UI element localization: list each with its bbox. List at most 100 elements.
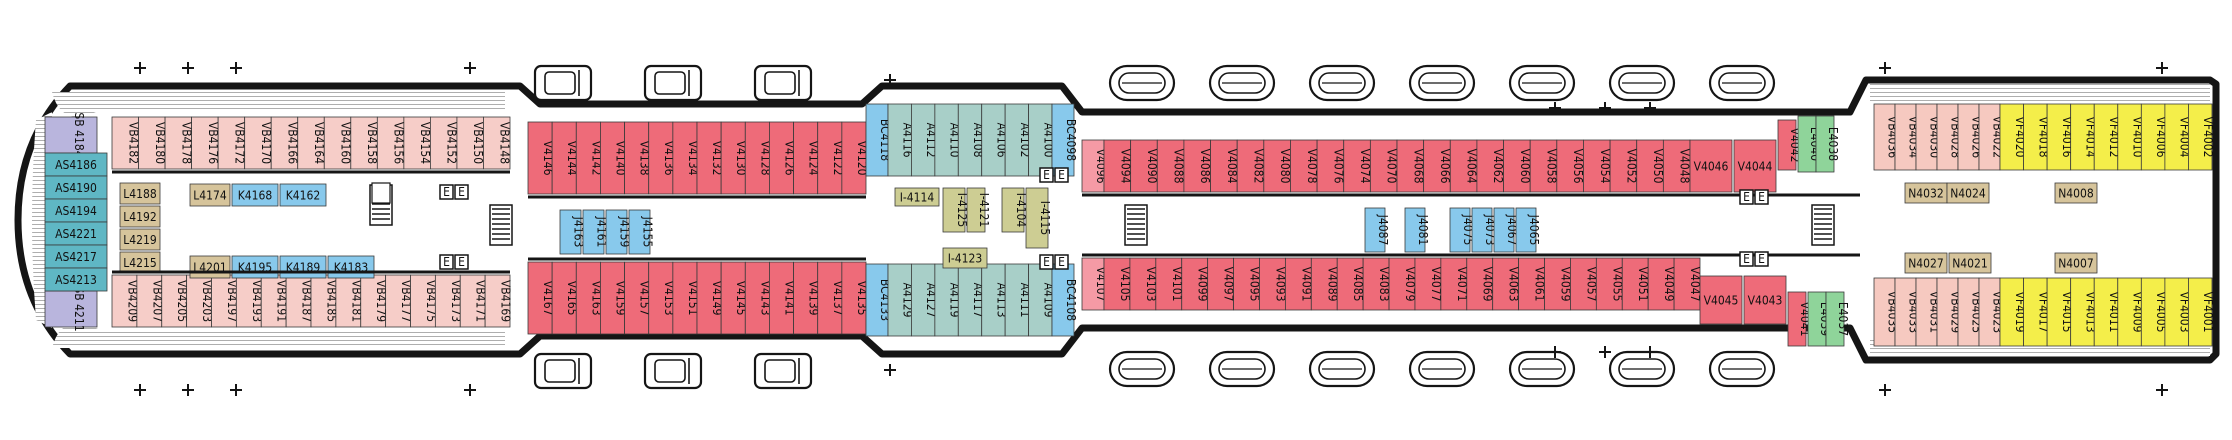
cabin-v-top[interactable]: V4052 [1609, 139, 1638, 193]
cabin-v-bottom[interactable]: V4153 [648, 261, 676, 335]
cabin-as[interactable]: AS4194 [44, 198, 108, 223]
cabin-vf-top[interactable]: VF4002 [2188, 103, 2215, 171]
cabin-vb-bottom[interactable]: VB4207 [136, 274, 164, 328]
cabin-v-top[interactable]: V4140 [600, 121, 628, 195]
cabin-v-top[interactable]: V4142 [575, 121, 603, 195]
cabin-v[interactable]: V4045 [1699, 275, 1743, 325]
cabin-inside[interactable]: K4189 [279, 255, 327, 279]
cabin-v-top[interactable]: V4146 [527, 121, 555, 195]
cabin-v-bottom[interactable]: V4083 [1362, 257, 1391, 311]
cabin-vf-top[interactable]: VF4012 [2093, 103, 2121, 171]
cabin-a-bottom[interactable]: A4111 [1004, 263, 1032, 337]
cabin-bc[interactable]: BC4098 [1051, 103, 1078, 177]
cabin-vb-top[interactable]: VB4182 [111, 116, 140, 170]
cabin-j[interactable]: J4081 [1404, 207, 1430, 253]
cabin-a-top[interactable]: A4100 [1028, 103, 1056, 177]
cabin-vb-bottom[interactable]: VB4209 [111, 274, 139, 328]
cabin-vf-top[interactable]: VF4006 [2140, 103, 2168, 171]
cabin-vb-top[interactable]: VB4170 [244, 116, 273, 170]
cabin-vb-bottom[interactable]: VB4181 [335, 274, 363, 328]
cabin-inside[interactable]: K4162 [279, 183, 327, 207]
cabin-n[interactable]: N4027 [1904, 252, 1948, 274]
cabin-a-bottom[interactable]: A4127 [911, 263, 938, 337]
cabin-v-bottom[interactable]: V4085 [1336, 257, 1365, 311]
cabin-a-top[interactable]: A4116 [887, 103, 915, 177]
cabin-vf-bottom[interactable]: VF4017 [2023, 277, 2051, 347]
cabin-v-bottom[interactable]: V4059 [1544, 257, 1573, 311]
cabin-v-top[interactable]: V4086 [1183, 139, 1212, 193]
cabin-j[interactable]: J4155 [628, 209, 655, 255]
cabin-v-bottom[interactable]: V4089 [1310, 257, 1339, 311]
cabin-as[interactable]: AS4221 [44, 221, 108, 246]
cabin-v-bottom[interactable]: V4101 [1155, 257, 1184, 311]
cabin-inside[interactable]: K4183 [327, 255, 375, 279]
cabin-n[interactable]: N4008 [2054, 182, 2098, 204]
cabin-v-top[interactable]: V4068 [1396, 139, 1425, 193]
cabin-as[interactable]: AS4213 [44, 267, 108, 292]
cabin-vf-bottom[interactable]: VF4003 [2164, 277, 2192, 347]
cabin-v-bottom[interactable]: V4157 [624, 261, 652, 335]
cabin-vf-top[interactable]: VF4004 [2164, 103, 2192, 171]
cabin-v-bottom[interactable]: V4061 [1518, 257, 1547, 311]
cabin-v-bottom[interactable]: V4099 [1181, 257, 1210, 311]
cabin-vb-top[interactable]: VB4160 [323, 116, 353, 170]
cabin-e[interactable]: E4037 [1825, 291, 1850, 347]
cabin-i[interactable]: I-4121 [966, 187, 991, 233]
cabin-v-top[interactable]: V4126 [769, 121, 797, 195]
cabin-vb-bottom[interactable]: VB4175 [410, 274, 438, 328]
cabin-a-bottom[interactable]: A4117 [957, 263, 985, 337]
cabin-a-top[interactable]: A4108 [957, 103, 985, 177]
cabin-vf-bottom[interactable]: VF4013 [2070, 277, 2098, 347]
cabin-inside[interactable]: K4168 [231, 183, 279, 207]
cabin-a-bottom[interactable]: A4113 [981, 263, 1009, 337]
cabin-e[interactable]: E4038 [1815, 115, 1840, 173]
cabin-vb-top[interactable]: VB4154 [403, 116, 432, 170]
cabin-v-top[interactable]: V4054 [1583, 139, 1612, 193]
cabin-n[interactable]: N4007 [2054, 252, 2098, 274]
cabin-vf-bottom[interactable]: VF4011 [2093, 277, 2121, 347]
cabin-vb-top[interactable]: VB4180 [138, 116, 167, 170]
cabin-v-top[interactable]: V4080 [1263, 139, 1292, 193]
cabin-v-top[interactable]: V4084 [1210, 139, 1239, 193]
cabin-a-top[interactable]: A4112 [911, 103, 938, 177]
cabin-v-bottom[interactable]: V4149 [696, 261, 724, 335]
cabin-v-top[interactable]: V4130 [720, 121, 748, 195]
cabin-inside[interactable]: L4201 [189, 255, 231, 279]
cabin-i[interactable]: I-4104 [1001, 187, 1028, 233]
cabin-vb-top[interactable]: VB4152 [429, 116, 459, 170]
cabin-v-top[interactable]: V4056 [1556, 139, 1585, 193]
cabin-v-bottom[interactable]: V4057 [1570, 257, 1598, 311]
cabin-v-top[interactable]: V4066 [1423, 139, 1452, 193]
cabin-v-top[interactable]: V4060 [1503, 139, 1532, 193]
cabin-v-top[interactable]: V4144 [551, 121, 579, 195]
cabin-vb-top[interactable]: VB4176 [191, 116, 220, 170]
cabin-vb-top[interactable]: VB4166 [270, 116, 299, 170]
cabin-vb-bottom[interactable]: VB4173 [434, 274, 463, 328]
cabin-v-bottom[interactable]: V4069 [1466, 257, 1495, 311]
cabin-v-top[interactable]: V4058 [1529, 139, 1559, 193]
cabin-sb-bottom[interactable]: SB 4211 [44, 286, 98, 332]
cabin-vf-top[interactable]: VF4020 [1999, 103, 2027, 171]
cabin-as[interactable]: AS4190 [44, 175, 108, 200]
cabin-i[interactable]: I-4115 [1025, 187, 1052, 249]
cabin-vb-top[interactable]: VB4178 [164, 116, 193, 170]
cabin-vb-bottom[interactable]: VB4197 [211, 274, 239, 328]
cabin-as[interactable]: AS4217 [44, 244, 108, 269]
cabin-v-bottom[interactable]: V4135 [841, 261, 869, 335]
cabin-v-bottom[interactable]: V4097 [1207, 257, 1236, 311]
cabin-v-top[interactable]: V4048 [1662, 139, 1692, 193]
cabin-v[interactable]: V4044 [1733, 139, 1777, 193]
cabin-v-top[interactable]: V4090 [1130, 139, 1159, 193]
cabin-v-top[interactable]: V4138 [624, 121, 652, 195]
cabin-v-bottom[interactable]: V4165 [551, 261, 579, 335]
cabin-v-bottom[interactable]: V4051 [1621, 257, 1650, 311]
cabin-vb-bottom[interactable]: VB4191 [260, 274, 289, 328]
cabin-vb-bottom[interactable]: VB4185 [310, 274, 338, 328]
cabin-v-bottom[interactable]: V4063 [1492, 257, 1521, 311]
cabin-v-top[interactable]: V4050 [1636, 139, 1665, 193]
cabin-sb-top[interactable]: SB 4184 [44, 112, 98, 158]
cabin-v-bottom[interactable]: V4103 [1129, 257, 1158, 311]
cabin-a-top[interactable]: A4102 [1004, 103, 1032, 177]
cabin-v-top[interactable]: V4062 [1476, 139, 1505, 193]
cabin-v-bottom[interactable]: V4141 [769, 261, 797, 335]
